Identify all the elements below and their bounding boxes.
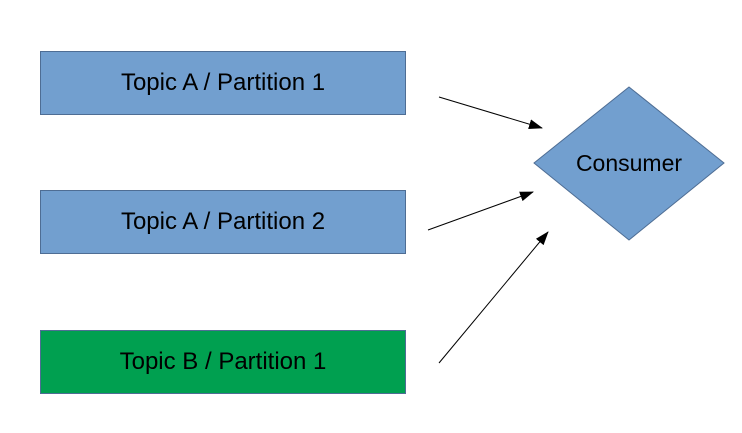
arrow-partition-1-to-consumer bbox=[438, 96, 543, 130]
partition-box-topic-b-1: Topic B / Partition 1 bbox=[40, 330, 406, 394]
partition-box-topic-a-1: Topic A / Partition 1 bbox=[40, 51, 406, 115]
arrow-partition-2-to-consumer bbox=[427, 191, 534, 231]
arrow-partition-3-to-consumer bbox=[438, 231, 549, 364]
consumer-diamond bbox=[533, 86, 725, 241]
partition-label: Topic A / Partition 2 bbox=[120, 208, 326, 235]
consumer-label: Consumer bbox=[575, 149, 683, 176]
partition-label: Topic A / Partition 1 bbox=[120, 69, 326, 96]
partition-label: Topic B / Partition 1 bbox=[119, 348, 327, 375]
partition-box-topic-a-2: Topic A / Partition 2 bbox=[40, 190, 406, 254]
